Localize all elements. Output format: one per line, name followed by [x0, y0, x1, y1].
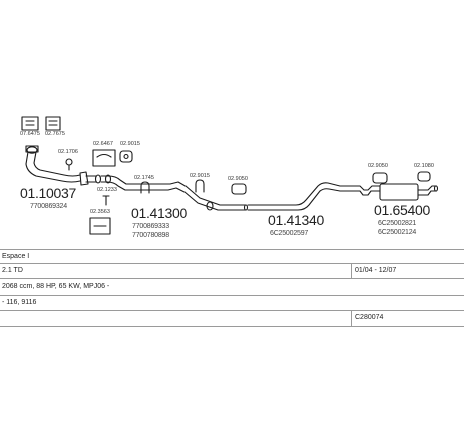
rear-silencer	[351, 183, 439, 201]
part-code-label: 02.1706	[58, 149, 78, 155]
hanger-f	[372, 172, 388, 184]
part-code-label: 02.6467	[93, 141, 113, 147]
gasket-ring	[65, 158, 73, 171]
catalog-code: C280074	[355, 314, 384, 321]
mount-kit-box	[89, 217, 111, 235]
table-divider	[351, 263, 352, 278]
exhaust-drawing	[21, 116, 439, 235]
vehicle-name: Espace I	[2, 253, 30, 260]
section-ref: 7700780898	[132, 232, 169, 239]
table-rule	[0, 263, 464, 264]
part-code-label: 02.9015	[120, 141, 140, 147]
clip-box-left	[21, 116, 39, 131]
clamp	[140, 181, 150, 194]
table-rule	[0, 310, 464, 311]
table-rule	[0, 295, 464, 296]
date-range: 01/04 - 12/07	[355, 267, 397, 274]
hanger-e	[231, 183, 247, 195]
section-ref: 6C25002821	[378, 220, 417, 227]
part-code-label: 02.3563	[90, 209, 110, 215]
kit-box	[92, 149, 116, 167]
section-ref: 6C25002124	[378, 229, 417, 236]
part-code-label: 02.1745	[134, 175, 154, 181]
part-code-label: 02.1233	[97, 187, 117, 193]
part-code-label: 02.9050	[368, 163, 388, 169]
section-number: 01.65400	[374, 202, 430, 218]
hanger-g	[417, 171, 431, 182]
bolt	[102, 195, 110, 206]
table-divider	[351, 310, 352, 326]
clip-box-mid	[45, 116, 61, 131]
part-code-label: 02.9015	[190, 173, 210, 179]
section-number: 01.41300	[131, 205, 187, 221]
engine-specs: 2068 ccm, 88 HP, 65 KW, MPJ06 -	[2, 283, 110, 290]
center-pipe	[100, 174, 186, 193]
connector-pipe	[85, 174, 102, 184]
section-ref: 6C25002597	[270, 230, 309, 237]
part-code-label: 02.7675	[45, 131, 65, 137]
front-pipe	[25, 145, 89, 186]
engine-type: 2.1 TD	[2, 267, 23, 274]
table-rule	[0, 326, 464, 327]
part-code-label: 02.9050	[228, 176, 248, 182]
hanger-d	[195, 179, 205, 193]
table-rule	[0, 278, 464, 279]
model-codes: - 116, 9116	[2, 299, 37, 306]
intermediate-pipe	[247, 182, 353, 211]
section-number: 01.10037	[20, 185, 76, 201]
part-code-label: 07.6475	[20, 131, 40, 137]
hanger-a	[119, 150, 133, 163]
section-ref: 7700869333	[132, 223, 169, 230]
section-ref: 7700869324	[30, 203, 67, 210]
middle-pipe	[184, 185, 249, 211]
part-code-label: 02.1080	[414, 163, 434, 169]
table-rule	[0, 249, 464, 250]
section-number: 01.41340	[268, 212, 324, 228]
